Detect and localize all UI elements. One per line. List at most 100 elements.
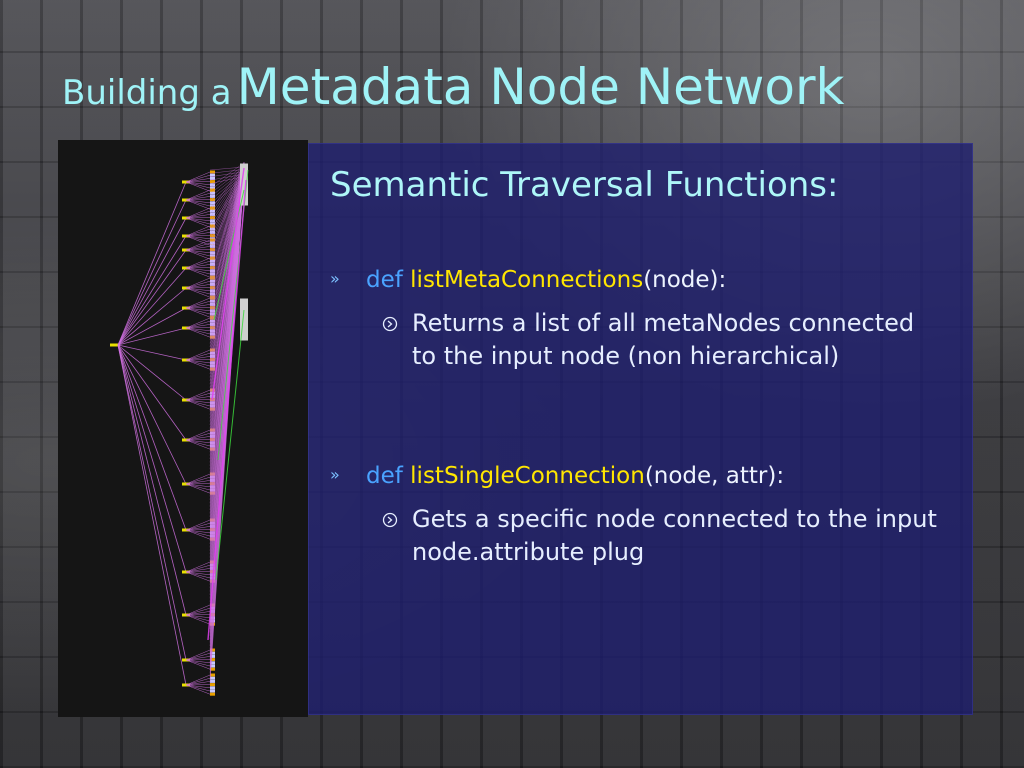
graph-edge bbox=[117, 344, 187, 531]
graph-edge bbox=[117, 344, 187, 401]
graph-edge bbox=[185, 307, 211, 312]
graph-edge bbox=[185, 235, 211, 240]
graph-edge bbox=[185, 519, 211, 531]
graph-node bbox=[240, 163, 248, 167]
graph-edge bbox=[117, 344, 187, 485]
graph-edge bbox=[185, 320, 211, 329]
graph-node bbox=[210, 282, 215, 286]
graph-node bbox=[240, 184, 248, 188]
graph-edge bbox=[185, 284, 211, 289]
graph-edge bbox=[117, 344, 187, 441]
graph-edge bbox=[185, 473, 211, 485]
graph-edge bbox=[117, 307, 187, 346]
graph-edge bbox=[117, 344, 187, 573]
graph-edge bbox=[185, 649, 211, 661]
graph-node bbox=[210, 173, 215, 177]
graph-node bbox=[210, 212, 215, 216]
graph-node bbox=[240, 322, 248, 326]
graph-node bbox=[210, 204, 215, 208]
graph-node bbox=[210, 176, 215, 180]
graph-edge bbox=[185, 522, 211, 531]
graph-edge bbox=[185, 656, 211, 661]
graph-edge bbox=[185, 483, 211, 488]
graph-edge bbox=[185, 181, 211, 186]
graph-edge bbox=[209, 169, 245, 174]
graph-edge bbox=[209, 162, 245, 347]
arrow-circle-icon bbox=[382, 512, 398, 528]
graph-edge bbox=[209, 164, 245, 511]
graph-edge bbox=[185, 327, 211, 332]
function-bullet-2: »def listSingleConnection(node, attr): bbox=[330, 463, 784, 489]
graph-edge bbox=[185, 307, 211, 315]
graph-edge bbox=[185, 235, 211, 246]
graph-edge bbox=[185, 210, 211, 219]
graph-edge bbox=[185, 681, 211, 686]
graph-edge bbox=[209, 165, 245, 351]
graph-edge bbox=[185, 225, 211, 237]
graph-edge bbox=[185, 568, 211, 573]
graph-node bbox=[210, 238, 215, 242]
graph-node bbox=[210, 286, 215, 290]
graph-edge bbox=[185, 232, 211, 237]
graph-edge bbox=[209, 173, 245, 181]
graph-edge bbox=[117, 344, 187, 616]
graph-edge bbox=[185, 181, 211, 192]
function-args: (node): bbox=[643, 267, 727, 293]
graph-node bbox=[210, 658, 215, 662]
graph-node bbox=[240, 334, 248, 338]
graph-edge bbox=[209, 175, 245, 228]
graph-edge bbox=[209, 172, 245, 225]
graph-edge bbox=[117, 344, 187, 661]
graph-edge bbox=[185, 359, 211, 364]
graph-node bbox=[210, 296, 215, 300]
graph-node bbox=[240, 175, 248, 179]
graph-node bbox=[210, 191, 215, 195]
graph-edge bbox=[185, 214, 211, 219]
graph-edge bbox=[185, 611, 211, 616]
graph-edge bbox=[185, 614, 211, 619]
graph-edge bbox=[185, 249, 211, 260]
graph-edge bbox=[185, 235, 211, 243]
function-name: listMetaConnections bbox=[410, 267, 644, 293]
graph-node bbox=[210, 676, 215, 680]
title-main: Metadata Node Network bbox=[236, 58, 845, 116]
title-prefix: Building a bbox=[62, 73, 232, 113]
graph-node bbox=[210, 689, 215, 693]
graph-edge bbox=[209, 162, 245, 324]
function-args: (node, attr): bbox=[644, 463, 785, 489]
graph-node bbox=[210, 306, 215, 310]
content-panel: Semantic Traversal Functions: »def listM… bbox=[308, 143, 973, 715]
graph-edge bbox=[185, 392, 211, 401]
graph-edge bbox=[185, 217, 211, 228]
graph-node bbox=[210, 248, 215, 252]
graph-node bbox=[240, 337, 248, 341]
graph-edge bbox=[185, 349, 211, 361]
graph-edge bbox=[211, 167, 245, 401]
graph-edge bbox=[185, 389, 211, 401]
graph-edge bbox=[209, 164, 245, 395]
graph-edge bbox=[185, 297, 211, 309]
graph-edge bbox=[209, 170, 245, 222]
graph-edge bbox=[185, 483, 211, 491]
graph-edge bbox=[209, 166, 245, 171]
graph-edge bbox=[185, 242, 211, 251]
graph-edge bbox=[185, 277, 211, 289]
graph-node bbox=[240, 325, 248, 329]
graph-edge bbox=[209, 165, 245, 191]
graph-edge bbox=[185, 287, 211, 298]
graph-edge bbox=[209, 166, 245, 239]
graph-node bbox=[210, 679, 215, 683]
graph-node bbox=[210, 180, 215, 184]
graph-node bbox=[210, 654, 215, 658]
graph-node bbox=[240, 307, 248, 311]
graph-edge bbox=[209, 163, 245, 531]
graph-node bbox=[240, 316, 248, 320]
slide-title: Building a Metadata Node Network bbox=[62, 58, 844, 116]
graph-edge bbox=[185, 257, 211, 269]
graph-edge bbox=[185, 178, 211, 183]
graph-edge bbox=[185, 207, 211, 219]
graph-node bbox=[240, 193, 248, 197]
graph-node bbox=[210, 292, 215, 296]
graph-edge bbox=[185, 476, 211, 485]
graph-edge bbox=[185, 300, 211, 309]
